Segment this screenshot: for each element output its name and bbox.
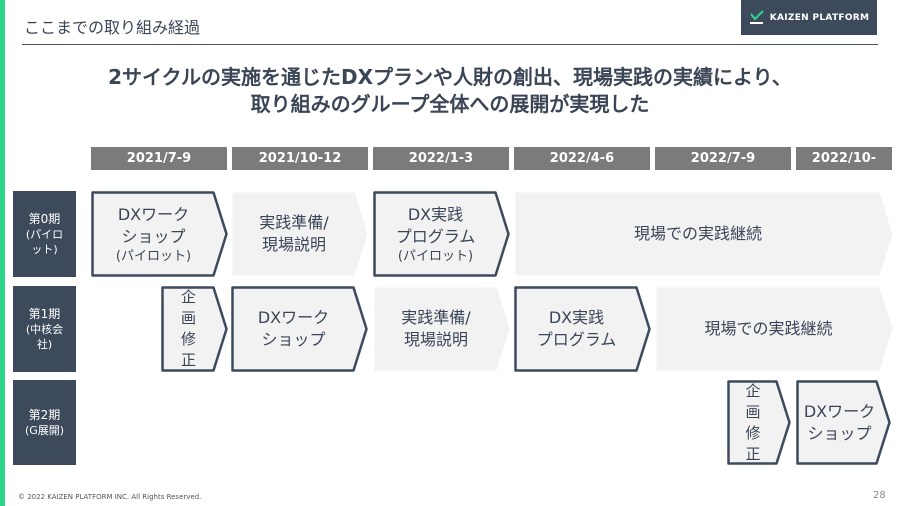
- step-field-practice: 現場での実践継続: [514, 191, 894, 277]
- step-text: DXワーク: [257, 308, 330, 327]
- step-text: ショップ: [807, 423, 872, 443]
- step-dx-program-pilot: DX実践プログラム (パイロット): [373, 191, 510, 277]
- step-text: 現場説明: [261, 235, 326, 254]
- period-header: 2021/7-9: [91, 147, 227, 170]
- step-text: 企画修正: [180, 288, 196, 369]
- step-dx-workshop: DXワークショップ: [796, 380, 891, 465]
- period-header: 2021/10-12: [232, 147, 368, 170]
- step-text: ショップ: [121, 226, 186, 246]
- chevron-shape: [231, 286, 368, 372]
- step-text: 企画修正: [745, 381, 761, 463]
- logo-check-icon: [749, 9, 764, 24]
- step-practice-prep: 実践準備/現場説明: [231, 191, 369, 277]
- chevron-shape: [515, 192, 893, 276]
- headline-line-1: 2サイクルの実施を通じたDXプランや人財の創出、現場実践の実績により、: [108, 65, 792, 89]
- chevron-polygon: [232, 192, 368, 276]
- chevron-polygon: [656, 287, 893, 371]
- period-header: 2022/10-: [796, 147, 892, 170]
- page-title: ここまでの取り組み経過: [24, 18, 201, 37]
- step-dx-program: DX実践プログラム: [514, 286, 651, 372]
- logo: KAIZEN PLATFORM: [741, 0, 877, 35]
- chevron-polygon: [796, 380, 891, 465]
- row-label-phase-2: 第2期 (G展開): [13, 380, 76, 465]
- chevron-shape: [796, 380, 891, 465]
- period-header: 2022/1-3: [373, 147, 509, 170]
- step-text: DX実践: [548, 308, 605, 327]
- step-text: 現場での実践継続: [704, 319, 833, 338]
- chevron-shape: [91, 191, 228, 277]
- period-header: 2022/4-6: [514, 147, 650, 170]
- phase-scope: (G展開): [24, 423, 65, 437]
- step-text: 実践準備/: [259, 213, 329, 232]
- phase-name: 第2期: [28, 407, 61, 422]
- page-number: 28: [873, 490, 886, 501]
- headline: 2サイクルの実施を通じたDXプランや人財の創出、現場実践の実績により、 取り組み…: [0, 64, 900, 118]
- chevron-shape: [161, 286, 228, 372]
- step-text: プログラム: [395, 226, 476, 246]
- accent-bar: [0, 0, 5, 506]
- chevron-polygon: [373, 191, 510, 277]
- step-text: 現場での実践継続: [633, 224, 762, 243]
- chevron-shape: [727, 380, 791, 465]
- chevron-polygon: [91, 191, 228, 277]
- row-label-phase-0: 第0期 (パイロット): [13, 191, 76, 277]
- step-text: プログラム: [536, 330, 617, 349]
- step-note: (パイロット): [397, 248, 474, 264]
- step-text: DXワーク: [117, 204, 190, 224]
- chevron-shape: [514, 286, 651, 372]
- step-note: (パイロット): [115, 248, 192, 264]
- phase-name: 第1期: [28, 306, 61, 321]
- chevron-polygon: [231, 286, 368, 372]
- chevron-polygon: [374, 287, 510, 371]
- step-practice-prep: 実践準備/現場説明: [373, 286, 511, 372]
- phase-scope: (中核会社): [25, 322, 64, 351]
- chevron-shape: [656, 287, 893, 371]
- step-field-practice: 現場での実践継続: [655, 286, 894, 372]
- phase-scope: (パイロット): [25, 227, 64, 256]
- chevron-shape: [373, 191, 510, 277]
- row-label-phase-1: 第1期 (中核会社): [13, 286, 76, 372]
- copyright: © 2022 KAIZEN PLATFORM INC. All Rights R…: [18, 493, 202, 501]
- step-text: DX実践: [407, 204, 464, 224]
- chevron-polygon: [727, 380, 791, 465]
- title-divider: [22, 44, 878, 45]
- chevron-shape: [232, 192, 368, 276]
- period-header: 2022/7-9: [655, 147, 791, 170]
- step-text: DXワーク: [803, 401, 876, 421]
- phase-name: 第0期: [28, 211, 61, 226]
- chevron-shape: [374, 287, 510, 371]
- step-dx-workshop: DXワークショップ: [231, 286, 368, 372]
- headline-line-2: 取り組みのグループ全体への展開が実現した: [250, 92, 650, 116]
- step-plan-revision: 企画修正: [727, 380, 791, 465]
- step-plan-revision: 企画修正: [161, 286, 228, 372]
- step-dx-workshop-pilot: DXワークショップ (パイロット): [91, 191, 228, 277]
- logo-text: KAIZEN PLATFORM: [769, 12, 870, 23]
- chevron-polygon: [161, 286, 228, 372]
- step-text: ショップ: [261, 330, 326, 349]
- chevron-polygon: [515, 192, 893, 276]
- step-text: 現場説明: [403, 330, 468, 349]
- step-text: 実践準備/: [401, 308, 471, 327]
- chevron-polygon: [514, 286, 651, 372]
